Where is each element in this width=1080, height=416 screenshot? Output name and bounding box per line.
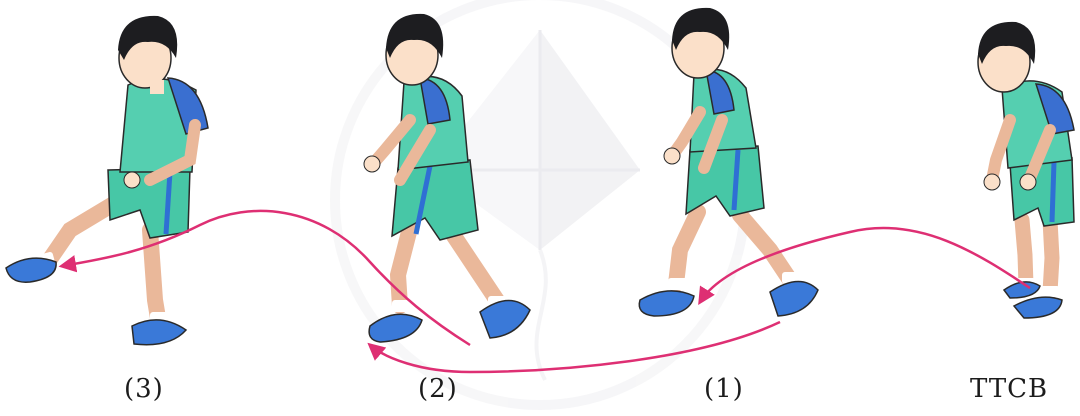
figure-step-3 [6,16,208,345]
caption-step-3: (3) [124,374,164,404]
figure-ready-stance [978,22,1074,318]
caption-ready-stance: TTCB [970,374,1048,404]
caption-step-2: (2) [418,374,458,404]
caption-step-1: (1) [704,374,744,404]
